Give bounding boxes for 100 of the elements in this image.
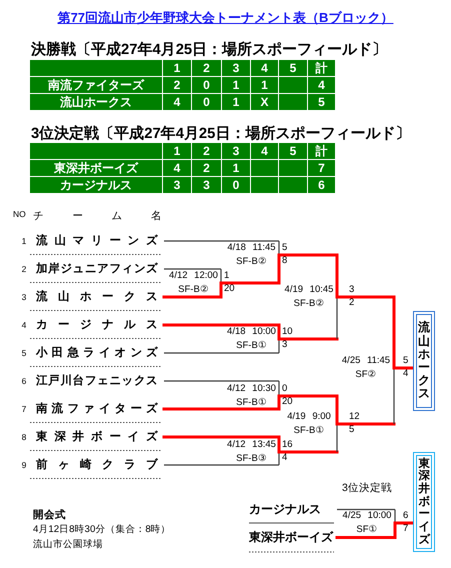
- column-header: NO: [13, 208, 26, 220]
- score: 1: [224, 270, 230, 282]
- note-text: 4月12日8時30分（集合：8時）: [33, 524, 171, 536]
- team-name: 流山マリーンズ: [36, 232, 164, 250]
- score: 20: [282, 396, 293, 408]
- team-name: カージナルス: [249, 499, 337, 520]
- inning-header: 2: [192, 60, 221, 76]
- bracket-line: [164, 268, 222, 283]
- score-cell: 1: [222, 77, 250, 93]
- bracket-line: [278, 424, 338, 454]
- score-cell: 5: [308, 94, 335, 110]
- match-date-time: 4/19 10:45: [284, 283, 334, 297]
- match-date-time: 4/12 10:30: [227, 382, 276, 396]
- bracket-line: [278, 254, 338, 298]
- winner-box: [413, 452, 435, 552]
- team-number: 2: [22, 263, 26, 275]
- score-cell: 4: [308, 77, 335, 93]
- bracket-line: [164, 452, 280, 466]
- match-date-time: 4/18 10:00: [227, 325, 276, 339]
- match-date-time: 4/18 11:45: [227, 241, 276, 255]
- score-cell: 1: [222, 94, 250, 110]
- winner-name: 流山ホークス: [418, 321, 430, 401]
- inning-header: 1: [163, 60, 191, 76]
- bracket-line: [164, 240, 280, 255]
- inning-header: 5: [279, 143, 307, 159]
- section-heading: 決勝戦〔平成27年4月25日：場所スポーフィールド〕: [31, 40, 388, 60]
- match-code: SF②: [355, 368, 377, 382]
- team-name: 江戸川台フェニックス: [36, 372, 164, 390]
- team-name: 加岸ジュニアフィンズ: [36, 260, 164, 278]
- bracket-line: [164, 339, 280, 354]
- score: 12: [349, 411, 360, 423]
- team-number: 3: [22, 291, 26, 303]
- team-name-cell: 流山ホークス: [30, 94, 162, 110]
- match-code: SF-B②: [178, 283, 209, 297]
- team-number: 7: [22, 403, 26, 415]
- team-name-cell: 南流ファイターズ: [30, 77, 162, 93]
- bracket-line: [337, 508, 396, 523]
- score-cell: 0: [222, 177, 250, 193]
- score: 4: [282, 452, 288, 464]
- match-code: SF-B①: [236, 339, 267, 353]
- score: 3: [349, 284, 354, 296]
- score-cell: 2: [192, 160, 221, 176]
- team-name-cell: 東深井ボーイズ: [30, 160, 162, 176]
- score: 20: [224, 283, 235, 295]
- score-cell: 1: [222, 160, 250, 176]
- score: 5: [403, 355, 408, 367]
- score: 10: [282, 326, 293, 338]
- team-name: カージナルス: [36, 316, 164, 334]
- inning-header: 2: [192, 143, 221, 159]
- team-name: 南流ファイターズ: [36, 400, 164, 418]
- column-header: チーム名: [33, 210, 190, 222]
- match-code: SF-B①: [294, 424, 324, 438]
- match-code: SF-B②: [294, 297, 324, 311]
- score-cell: 4: [163, 160, 191, 176]
- score: 5: [349, 424, 354, 436]
- score: 8: [282, 255, 288, 267]
- match-date-time: 4/12 13:45: [227, 438, 276, 452]
- inning-header: 4: [251, 60, 278, 76]
- score: 2: [349, 297, 354, 309]
- score: 0: [282, 383, 288, 395]
- bracket-line: [392, 366, 414, 370]
- bracket-line: [278, 394, 338, 426]
- score-cell: 2: [163, 77, 191, 93]
- note-text: 流山市公園球場: [33, 539, 103, 551]
- team-name: 小田急ライオンズ: [36, 344, 164, 362]
- score: 6: [403, 510, 408, 522]
- bracket-line: [164, 380, 280, 396]
- bracket-line: [336, 522, 396, 539]
- match-title: 3位決定戦: [342, 482, 392, 494]
- bracket-line: [162, 394, 280, 410]
- inning-header: 3: [222, 60, 250, 76]
- bracket-line: [220, 254, 280, 284]
- score-cell: 0: [192, 77, 221, 93]
- match-date-time: 4/25 11:45: [342, 354, 390, 368]
- score-cell: 7: [308, 160, 335, 176]
- page-title: 第77回流山市少年野球大会トーナメント表（Bブロック）: [58, 9, 394, 26]
- inning-header: 5: [279, 60, 307, 76]
- match-code: SF-B②: [236, 255, 267, 269]
- note-heading: 開会式: [33, 508, 66, 522]
- score: 7: [403, 523, 408, 535]
- bracket-line: [336, 296, 396, 370]
- score-cell: 3: [163, 177, 191, 193]
- match-date-time: 4/12 12:00: [169, 269, 218, 283]
- team-name: 東深井ボーイズ: [249, 527, 337, 548]
- score-cell: X: [251, 94, 278, 110]
- inning-header: 3: [222, 143, 250, 159]
- team-name: 東深井ボーイズ: [36, 428, 164, 446]
- bracket-line: [394, 522, 414, 524]
- winner-name: 東深井ボーイズ: [418, 458, 430, 546]
- bracket-line: [278, 297, 338, 340]
- match-code: SF-B①: [236, 396, 267, 410]
- team-name: 流山ホークス: [36, 288, 164, 306]
- score-cell: 6: [308, 177, 335, 193]
- section-heading: 3位決定戦〔平成27年4月25日：場所スポーフィールド〕: [31, 124, 410, 144]
- team-number: 1: [22, 235, 26, 247]
- inning-header: 4: [251, 143, 278, 159]
- score: 16: [282, 439, 293, 451]
- team-name: 前ヶ崎クラブ: [36, 456, 164, 474]
- inning-header: 1: [163, 143, 191, 159]
- team-name-cell: カージナルス: [30, 177, 162, 193]
